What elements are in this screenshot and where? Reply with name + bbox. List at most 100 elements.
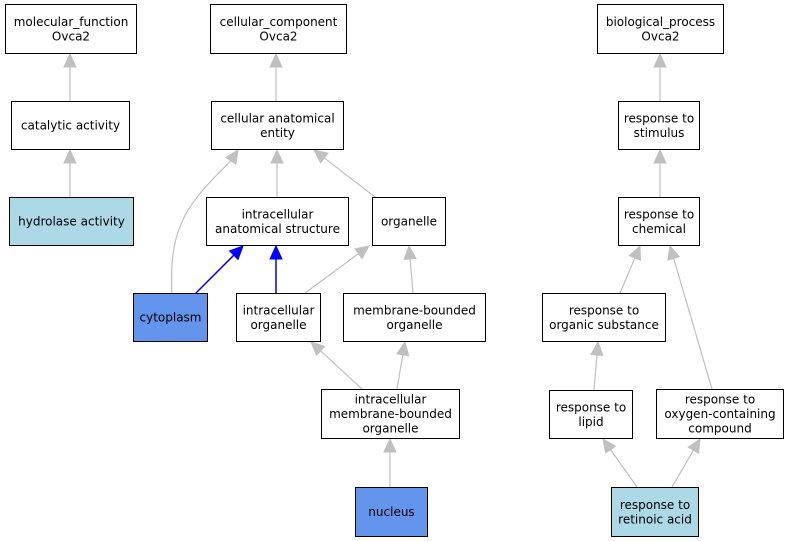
node-label-line: anatomical structure [215, 222, 340, 236]
edge-hydrolase-to-catalytic [63, 148, 77, 197]
edge-cytoplasm-to-cae [170, 149, 239, 294]
edge-arrowhead [667, 244, 681, 261]
edge-line [593, 354, 598, 391]
node-box [355, 487, 428, 537]
edge-rra-to-rlipid [602, 438, 638, 488]
edge-arrowhead [269, 52, 283, 68]
node-box [597, 4, 724, 54]
node-label-line: molecular_function [14, 15, 129, 29]
edge-arrowhead [354, 245, 370, 260]
node-label-line: response to [620, 498, 690, 512]
node-box [133, 293, 208, 342]
edge-arrowhead [313, 149, 329, 164]
go-term-node-organelle: organelle [372, 197, 446, 246]
node-label-line: organelle [381, 215, 437, 229]
node-label-line: Ovca2 [641, 29, 679, 43]
node-label-line: stimulus [634, 126, 685, 140]
edge-arrowhead [270, 148, 284, 164]
edge-arrowhead [403, 244, 417, 261]
node-label-line: biological_process [606, 15, 715, 29]
edge-arrowhead [653, 52, 667, 68]
edge-cytoplasm-to-ias [195, 245, 244, 294]
go-term-node-hydrolase: hydrolase activity [9, 197, 134, 246]
node-box [542, 293, 666, 342]
node-label-line: organelle [250, 318, 306, 332]
node-box [343, 293, 486, 342]
edge-line [409, 258, 414, 294]
node-box [236, 293, 321, 342]
edge-rlipid-to-rorg [590, 340, 604, 391]
node-label-line: retinoic acid [618, 512, 692, 526]
node-label-line: cellular_component [220, 15, 338, 29]
edge-line [195, 254, 235, 294]
edge-line [304, 253, 359, 294]
edge-rchem-to-rstim [653, 148, 667, 197]
node-label-line: oxygen-containing [664, 407, 775, 421]
edge-line [396, 354, 404, 390]
node-label-line: response to [556, 400, 626, 414]
edge-rstim-to-bp [653, 52, 667, 101]
node-label-line: cytoplasm [140, 311, 202, 325]
edge-imbo-to-mbo [396, 340, 410, 390]
node-label-line: response to [624, 111, 694, 125]
node-box [372, 197, 446, 246]
node-box [549, 390, 633, 439]
node-label-line: entity [260, 126, 295, 140]
edges-layer [63, 52, 713, 488]
edge-arrowhead [396, 340, 410, 357]
edge-line [320, 350, 363, 390]
node-box [210, 4, 347, 54]
node-label-line: intracellular [243, 303, 315, 317]
edge-rorg-to-rchem [619, 244, 641, 294]
node-box [618, 101, 700, 150]
go-term-node-catalytic: catalytic activity [11, 101, 130, 150]
node-label-line: intracellular [355, 393, 427, 407]
edge-nucleus-to-imbo [383, 437, 397, 487]
node-label-line: Ovca2 [52, 29, 90, 43]
node-box [11, 101, 130, 150]
edge-line [323, 157, 376, 198]
edge-catalytic-to-mf [63, 52, 77, 101]
node-label-line: response to [685, 393, 755, 407]
node-label-line: intracellular [242, 207, 314, 221]
edge-line [671, 449, 694, 488]
node-box [206, 197, 349, 246]
edge-arrowhead [687, 437, 701, 455]
edge-line [610, 449, 638, 488]
edge-arrowhead [63, 52, 77, 68]
node-label-line: nucleus [368, 505, 414, 519]
edge-rra-to-roxy [671, 437, 701, 488]
edge-arrowhead [310, 341, 326, 357]
edge-arrowhead [383, 437, 397, 453]
node-label-line: chemical [632, 222, 686, 236]
edge-roxy-to-rchem [667, 244, 713, 390]
edge-arrowhead [63, 148, 77, 164]
node-box [618, 197, 700, 246]
edge-arrowhead [224, 149, 239, 165]
node-label-line: membrane-bounded [329, 407, 452, 421]
edge-arrowhead [228, 245, 244, 261]
edge-line [673, 258, 713, 390]
node-box [321, 389, 460, 439]
go-term-node-nucleus: nucleus [355, 487, 428, 537]
node-label-line: organic substance [549, 318, 659, 332]
edge-mbo-to-organelle [403, 244, 417, 294]
node-label-line: organelle [386, 318, 442, 332]
edge-cae-to-cc [269, 52, 283, 101]
edge-io-to-organelle [304, 245, 370, 294]
node-label-line: Ovca2 [259, 29, 297, 43]
edge-arrowhead [269, 244, 283, 260]
edge-line [170, 160, 232, 294]
